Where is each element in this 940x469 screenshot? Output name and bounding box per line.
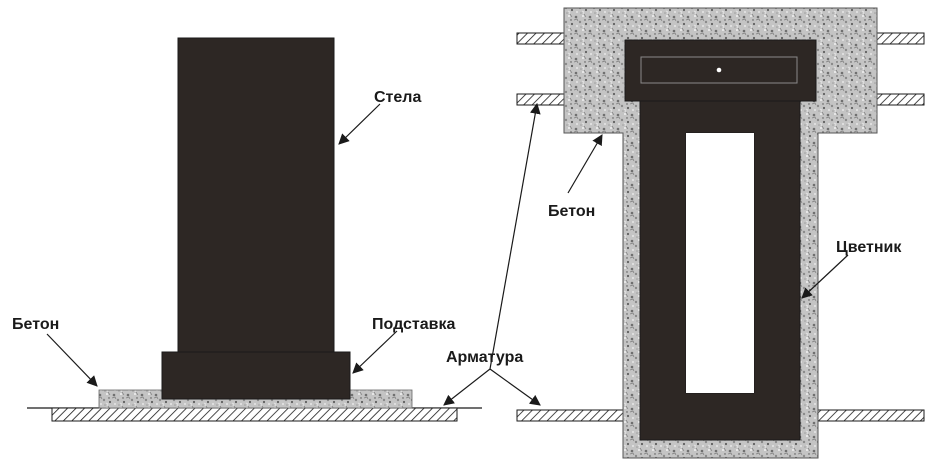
label-stela: Стела [374,89,421,106]
arrow-armatura-ground [443,368,491,406]
arrow-beton-left [46,333,98,387]
arrow-stela [338,103,381,145]
podstavka-base [161,351,351,400]
tsvetnik-inner [686,133,754,393]
arrow-podstavka [352,330,398,374]
rebar-mid-left [516,93,565,106]
rebar-bottom-left [516,409,624,422]
rebar-bottom-right [817,409,925,422]
top-view [516,7,925,459]
rebar-top-right [876,32,925,45]
arrow-armatura-bottom [489,368,541,406]
arrow-tsvetnik [801,254,849,299]
arrow-armatura-top [489,102,541,370]
leader-arrows [46,102,849,406]
label-armatura: Арматура [446,349,523,366]
stela-block [177,37,335,353]
side-view [27,37,482,422]
rebar-strip-left [51,407,458,422]
label-tsvetnik: Цветник [836,239,902,256]
label-beton-left: Бетон [12,316,59,333]
rebar-mid-right [876,93,925,106]
rebar-top-left [516,32,565,45]
label-podstavka: Подставка [372,316,455,333]
arrow-beton-right [567,134,603,194]
label-beton-right: Бетон [548,203,595,220]
center-mark [716,67,722,73]
